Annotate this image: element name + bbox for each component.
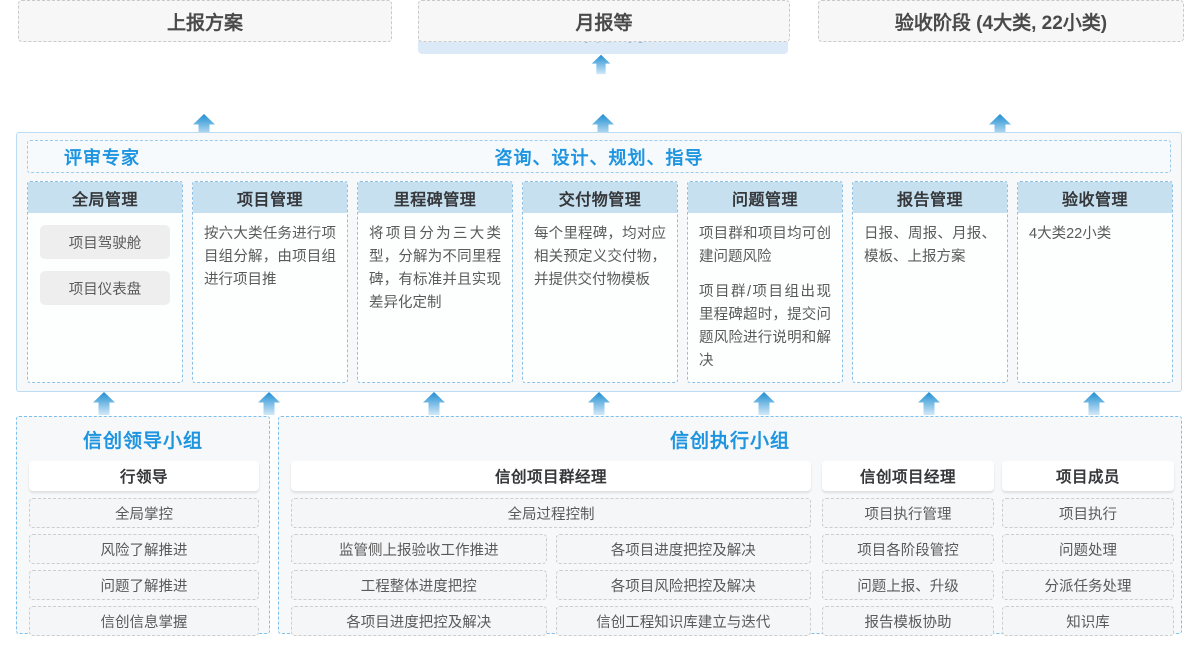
role-item[interactable]: 项目执行管理 xyxy=(822,498,994,528)
arrow-up-icon xyxy=(590,112,616,138)
group-execution: 信创执行小组 信创项目群经理全局过程控制监管侧上报验收工作推进工程整体进度把控各… xyxy=(278,416,1182,636)
report-box-shangbao: 上报方案 xyxy=(18,0,392,42)
column-body: 项目群和项目均可创建问题风险项目群/项目组出现里程碑超时，提交问题风险进行说明和… xyxy=(688,213,842,382)
role-item[interactable]: 全局过程控制 xyxy=(291,498,811,528)
column-chip[interactable]: 项目驾驶舱 xyxy=(40,225,170,259)
column-chip[interactable]: 项目仪表盘 xyxy=(40,271,170,305)
group-title: 信创领导小组 xyxy=(82,431,203,452)
role-item[interactable]: 分派任务处理 xyxy=(1002,570,1174,600)
column-body: 每个里程碑，均对应相关预定义交付物，并提供交付物模板 xyxy=(523,213,677,382)
role-head[interactable]: 信创项目群经理 xyxy=(291,461,811,491)
role-item[interactable]: 信创信息掌握 xyxy=(29,606,259,636)
role-block-project-member: 项目成员项目执行问题处理分派任务处理知识库 xyxy=(1002,461,1174,636)
column-paragraph: 项目群/项目组出现里程碑超时，提交问题风险进行说明和解决 xyxy=(699,283,831,369)
column-paragraph: 将项目分为三大类型，分解为不同里程碑，有标准并且实现差异化定制 xyxy=(369,226,501,311)
role-item-list: 项目执行问题处理分派任务处理知识库 xyxy=(1002,498,1174,636)
report-box-yanshou: 验收阶段 (4大类, 22小类) xyxy=(818,0,1184,42)
column-title: 交付物管理 xyxy=(523,182,677,213)
management-column[interactable]: 项目管理按六大类任务进行项目组分解，由项目组进行项目推 xyxy=(192,181,348,383)
column-title: 问题管理 xyxy=(688,182,842,213)
role-item[interactable]: 全局掌控 xyxy=(29,498,259,528)
column-title: 全局管理 xyxy=(28,182,182,213)
role-head[interactable]: 行领导 xyxy=(29,461,259,491)
role-item[interactable]: 问题了解推进 xyxy=(29,570,259,600)
role-head[interactable]: 信创项目经理 xyxy=(822,461,994,491)
management-column[interactable]: 里程碑管理将项目分为三大类型，分解为不同里程碑，有标准并且实现差异化定制 xyxy=(357,181,513,383)
management-column[interactable]: 报告管理日报、周报、月报、模板、上报方案 xyxy=(852,181,1008,383)
column-body: 项目驾驶舱项目仪表盘 xyxy=(28,213,182,382)
column-title: 验收管理 xyxy=(1018,182,1172,213)
report-box-yuebao: 月报等 xyxy=(418,0,790,42)
management-column[interactable]: 验收管理 4大类22小类 xyxy=(1017,181,1173,383)
role-item[interactable]: 信创工程知识库建立与迭代 xyxy=(555,606,811,636)
role-item-column-left: 监管侧上报验收工作推进工程整体进度把控各项目进度把控及解决 xyxy=(291,534,547,636)
management-column[interactable]: 交付物管理每个里程碑，均对应相关预定义交付物，并提供交付物模板 xyxy=(522,181,678,383)
column-title: 项目管理 xyxy=(193,182,347,213)
column-paragraph: 4大类22小类 xyxy=(1029,226,1112,242)
role-item[interactable]: 项目各阶段管控 xyxy=(822,534,994,564)
arrow-up-icon xyxy=(1081,390,1107,416)
band-left-label: 评审专家 xyxy=(64,148,140,168)
arrow-up-icon xyxy=(751,390,777,416)
column-title: 里程碑管理 xyxy=(358,182,512,213)
arrow-up-icon xyxy=(987,112,1013,138)
role-item[interactable]: 报告模板协助 xyxy=(822,606,994,636)
role-item[interactable]: 工程整体进度把控 xyxy=(291,570,547,600)
role-block-program-manager: 信创项目群经理全局过程控制监管侧上报验收工作推进工程整体进度把控各项目进度把控及… xyxy=(291,461,811,636)
role-item-list: 项目执行管理项目各阶段管控问题上报、升级报告模板协助 xyxy=(822,498,994,636)
band-header: 评审专家 咨询、设计、规划、指导 xyxy=(27,140,1171,173)
role-item[interactable]: 项目执行 xyxy=(1002,498,1174,528)
role-item[interactable]: 各项目风险把控及解决 xyxy=(555,570,811,600)
management-column[interactable]: 全局管理项目驾驶舱项目仪表盘 xyxy=(27,181,183,383)
role-item[interactable]: 各项目进度把控及解决 xyxy=(555,534,811,564)
column-body: 将项目分为三大类型，分解为不同里程碑，有标准并且实现差异化定制 xyxy=(358,213,512,382)
report-box-label: 上报方案 xyxy=(166,12,243,34)
arrow-up-icon xyxy=(586,390,612,416)
role-item-column-right: 各项目进度把控及解决各项目风险把控及解决信创工程知识库建立与迭代 xyxy=(555,534,811,636)
report-box-label: 月报等 xyxy=(575,12,633,34)
arrow-up-icon xyxy=(91,390,117,416)
column-paragraph: 日报、周报、月报、模板、上报方案 xyxy=(864,226,996,265)
role-item-list: 全局过程控制监管侧上报验收工作推进工程整体进度把控各项目进度把控及解决各项目进度… xyxy=(291,498,811,636)
column-body: 4大类22小类 xyxy=(1018,213,1172,382)
column-paragraph: 项目群和项目均可创建问题风险 xyxy=(699,226,831,265)
role-item[interactable]: 问题处理 xyxy=(1002,534,1174,564)
role-item[interactable]: 各项目进度把控及解决 xyxy=(291,606,547,636)
management-columns: 全局管理项目驾驶舱项目仪表盘项目管理按六大类任务进行项目组分解，由项目组进行项目… xyxy=(27,181,1173,383)
role-item[interactable]: 监管侧上报验收工作推进 xyxy=(291,534,547,564)
column-title: 报告管理 xyxy=(853,182,1007,213)
role-item-list: 全局掌控风险了解推进问题了解推进信创信息掌握 xyxy=(29,498,259,636)
role-item[interactable]: 风险了解推进 xyxy=(29,534,259,564)
management-column[interactable]: 问题管理项目群和项目均可创建问题风险项目群/项目组出现里程碑超时，提交问题风险进… xyxy=(687,181,843,383)
role-block-xingingdao: 行领导全局掌控风险了解推进问题了解推进信创信息掌握 xyxy=(29,461,259,636)
report-box-label: 验收阶段 (4大类, 22小类) xyxy=(894,12,1108,34)
arrow-up-icon xyxy=(256,390,282,416)
column-paragraph: 每个里程碑，均对应相关预定义交付物，并提供交付物模板 xyxy=(534,226,666,288)
group-title: 信创执行小组 xyxy=(669,431,790,452)
arrow-up-icon xyxy=(590,53,612,75)
role-item[interactable]: 知识库 xyxy=(1002,606,1174,636)
role-block-project-manager: 信创项目经理项目执行管理项目各阶段管控问题上报、升级报告模板协助 xyxy=(822,461,994,636)
arrow-up-icon xyxy=(191,112,217,138)
teams-section: 信创领导小组 行领导全局掌控风险了解推进问题了解推进信创信息掌握 信创执行小组 … xyxy=(16,416,1182,636)
arrow-up-icon xyxy=(916,390,942,416)
column-paragraph: 按六大类任务进行项目组分解，由项目组进行项目推 xyxy=(204,226,336,288)
consulting-band: 评审专家 咨询、设计、规划、指导 全局管理项目驾驶舱项目仪表盘项目管理按六大类任… xyxy=(16,132,1182,392)
group-leadership: 信创领导小组 行领导全局掌控风险了解推进问题了解推进信创信息掌握 xyxy=(16,416,270,636)
column-body: 按六大类任务进行项目组分解，由项目组进行项目推 xyxy=(193,213,347,382)
role-head[interactable]: 项目成员 xyxy=(1002,461,1174,491)
column-body: 日报、周报、月报、模板、上报方案 xyxy=(853,213,1007,382)
role-item-columns: 监管侧上报验收工作推进工程整体进度把控各项目进度把控及解决各项目进度把控及解决各… xyxy=(291,534,811,636)
arrow-up-icon xyxy=(421,390,447,416)
band-center-label: 咨询、设计、规划、指导 xyxy=(494,148,704,168)
role-item[interactable]: 问题上报、升级 xyxy=(822,570,994,600)
